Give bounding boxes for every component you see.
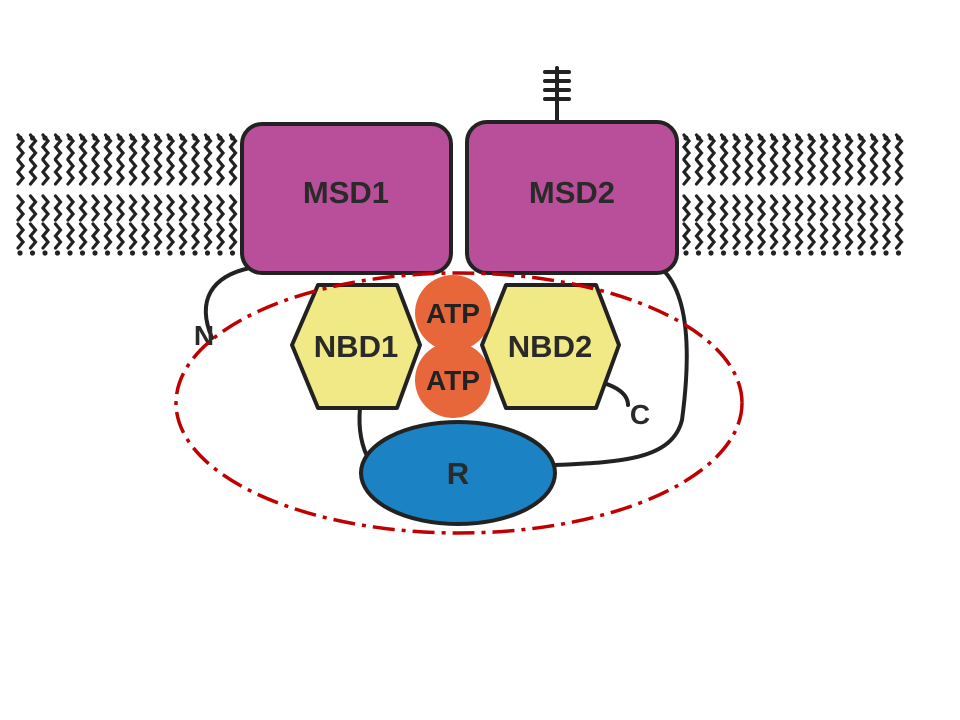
nbd2-label: NBD2 — [508, 329, 592, 364]
nbd1-label: NBD1 — [314, 329, 398, 364]
c-terminus-label: C — [630, 399, 650, 430]
glycosylation-icon — [543, 66, 571, 124]
r-label: R — [447, 456, 469, 491]
msd1-domain: MSD1 — [240, 122, 453, 275]
msd2-to-r-linker — [554, 270, 689, 467]
atp-bottom-label: ATP — [426, 365, 480, 396]
msd2-label: MSD2 — [529, 175, 615, 210]
nbd1-domain: NBD1 — [290, 283, 422, 410]
msd1-label: MSD1 — [303, 175, 389, 210]
membrane-left-icon — [15, 133, 238, 256]
membrane-right-icon — [681, 133, 904, 256]
atp-top-label: ATP — [426, 298, 480, 329]
n-terminus-linker — [203, 266, 252, 340]
atp-bottom: ATP — [415, 342, 491, 418]
highlight-ellipse — [174, 271, 744, 535]
msd2-domain: MSD2 — [465, 120, 679, 275]
r-domain: R — [359, 420, 557, 526]
atp-top: ATP — [415, 275, 491, 351]
nbd2-domain: NBD2 — [480, 283, 621, 410]
